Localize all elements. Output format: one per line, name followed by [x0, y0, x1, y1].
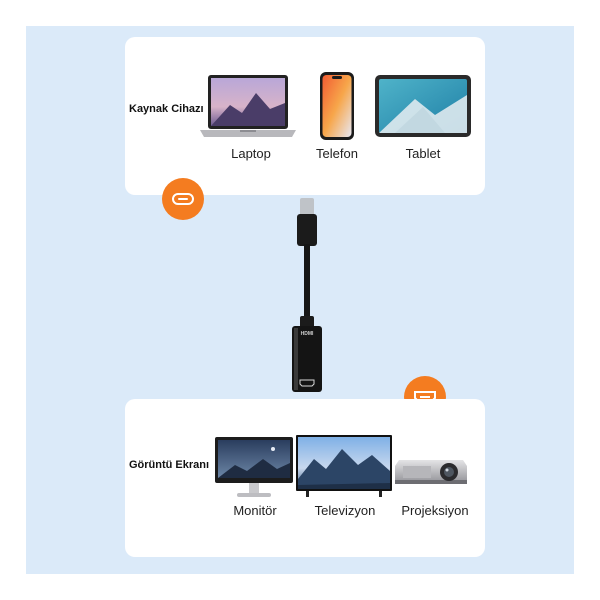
- tablet-label: Tablet: [405, 146, 441, 161]
- laptop-icon: [200, 75, 296, 139]
- display-title: Görüntü Ekranı: [129, 459, 210, 471]
- monitor-label: Monitör: [233, 503, 277, 518]
- adapter-label: HDMI: [300, 331, 314, 337]
- projector-icon: [393, 454, 469, 490]
- monitor-icon: [215, 437, 293, 499]
- tv-label: Televizyon: [314, 503, 376, 518]
- source-devices-card: Kaynak Cihazı Laptop: [125, 37, 485, 195]
- projector-label: Projeksiyon: [401, 503, 469, 518]
- usb-c-to-hdmi-adapter-icon: [285, 198, 329, 398]
- source-title: Kaynak Cihazı: [129, 103, 204, 115]
- tv-icon: [296, 435, 392, 497]
- display-devices-card: Görüntü Ekranı Monitör: [125, 399, 485, 557]
- phone-label: Telefon: [316, 146, 358, 161]
- laptop-label: Laptop: [231, 146, 271, 161]
- usb-c-port-icon: [162, 178, 204, 220]
- tablet-icon: [375, 75, 471, 139]
- phone-icon: [320, 72, 354, 140]
